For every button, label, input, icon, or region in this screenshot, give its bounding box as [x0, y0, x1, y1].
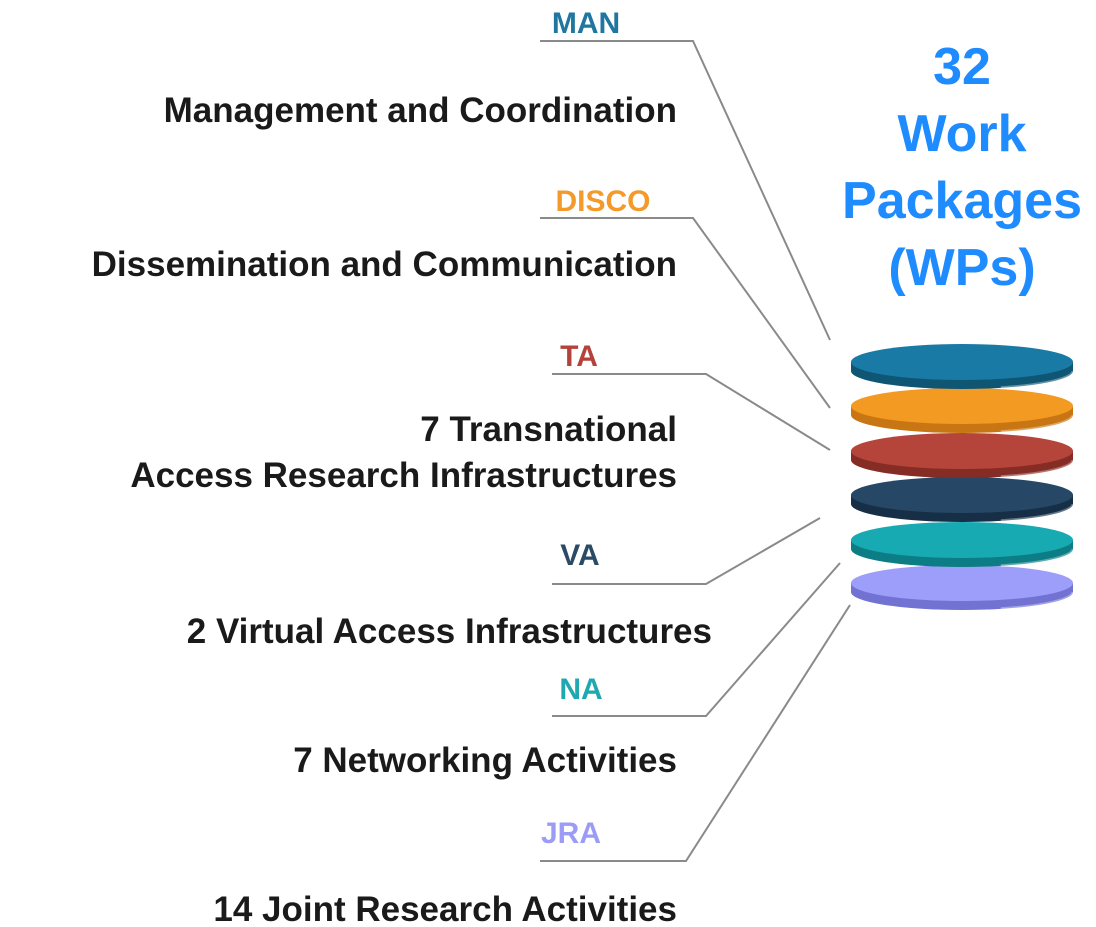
description-ta-line-2: Access Research Infrastructures — [130, 456, 677, 495]
disk-va — [851, 477, 1075, 523]
disk-highlight — [1000, 459, 1075, 479]
disk-man — [851, 344, 1075, 390]
code-man: MAN — [552, 7, 620, 40]
leader-lines — [540, 40, 851, 862]
code-disco: DISCO — [555, 185, 650, 218]
description-jra: 14 Joint Research Activities — [213, 890, 677, 927]
headline-line-3: Packages — [842, 172, 1082, 230]
leader-line-va — [552, 517, 821, 585]
leader-line-disco — [540, 217, 831, 409]
headline-line-2: Work — [897, 105, 1026, 163]
disk-ta — [851, 433, 1075, 479]
headline: 32 Work Packages (WPs) — [842, 38, 1082, 297]
code-va: VA — [560, 539, 599, 572]
disk-highlight — [1000, 370, 1075, 390]
disk-highlight — [1000, 503, 1075, 523]
leader-line-na — [552, 562, 841, 717]
disk-disco — [851, 388, 1075, 434]
disk-top — [851, 522, 1073, 558]
headline-line-4: (WPs) — [888, 239, 1035, 297]
headline-line-1: 32 — [933, 38, 991, 96]
disk-na — [851, 522, 1075, 568]
disk-top — [851, 388, 1073, 424]
disk-highlight — [1000, 414, 1075, 434]
category-codes: MAN DISCO TA VA NA JRA — [541, 7, 651, 850]
disk-top — [851, 565, 1073, 601]
disk-highlight — [1000, 548, 1075, 568]
disk-jra — [851, 565, 1075, 611]
code-na: NA — [559, 673, 602, 706]
code-ta: TA — [560, 340, 598, 373]
category-descriptions: Management and Coordination Disseminatio… — [92, 91, 712, 927]
leader-line-man — [540, 40, 831, 341]
description-va: 2 Virtual Access Infrastructures — [187, 612, 712, 651]
disk-top — [851, 433, 1073, 469]
code-jra: JRA — [541, 817, 601, 850]
leader-line-ta — [552, 373, 831, 451]
disk-top — [851, 477, 1073, 513]
leader-line-jra — [540, 604, 851, 862]
description-man: Management and Coordination — [164, 91, 677, 130]
description-disco: Dissemination and Communication — [92, 245, 677, 284]
description-na: 7 Networking Activities — [293, 741, 677, 780]
disk-highlight — [1000, 591, 1075, 611]
description-ta-line-1: 7 Transnational — [420, 410, 677, 449]
work-package-disk-stack — [851, 344, 1075, 611]
disk-top — [851, 344, 1073, 380]
